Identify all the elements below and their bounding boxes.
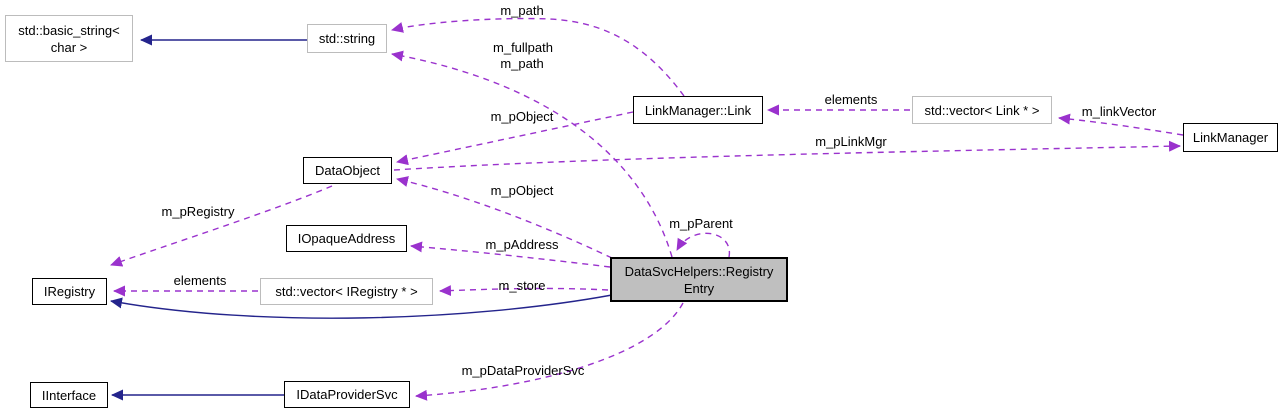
node-dataobject[interactable]: DataObject xyxy=(303,157,392,184)
edge-label-m-fullpath: m_fullpath xyxy=(493,40,553,55)
edge-registryentry-m-pparent-self xyxy=(676,232,730,258)
edge-registryentry-m-fullpath-string xyxy=(391,50,673,258)
node-label: std::vector< Link * > xyxy=(924,102,1040,118)
edge-dataobject-m-pregistry-iregistry xyxy=(110,185,333,267)
node-label: char > xyxy=(50,39,88,55)
node-std-basic-string[interactable]: std::basic_string< char > xyxy=(5,15,133,62)
edge-label-m-plinkmgr: m_pLinkMgr xyxy=(815,134,887,149)
node-iregistry[interactable]: IRegistry xyxy=(32,278,107,305)
node-iopaqueaddress[interactable]: IOpaqueAddress xyxy=(286,225,407,252)
node-label: LinkManager xyxy=(1192,130,1269,145)
edge-label-m-pparent: m_pParent xyxy=(669,216,733,231)
node-label: IRegistry xyxy=(43,284,96,299)
node-label: std::basic_string< xyxy=(18,22,120,38)
node-label: IInterface xyxy=(41,387,97,403)
node-label: LinkManager::Link xyxy=(644,102,752,118)
node-std-string[interactable]: std::string xyxy=(307,24,387,53)
edge-link-m-pobject-dataobject xyxy=(396,111,634,166)
node-linkmanager-link[interactable]: LinkManager::Link xyxy=(633,96,763,124)
edge-link-m-path-string xyxy=(391,17,685,97)
node-linkmanager[interactable]: LinkManager xyxy=(1183,123,1278,152)
edge-label-m-pobject-registry: m_pObject xyxy=(490,183,554,198)
edge-label-m-pobject-link: m_pObject xyxy=(490,109,554,124)
node-datasvchelpers-registryentry[interactable]: DataSvcHelpers::Registry Entry xyxy=(610,257,788,302)
edge-label-elements-link: elements xyxy=(824,92,878,107)
node-std-vector-link[interactable]: std::vector< Link * > xyxy=(912,96,1052,124)
node-label: Entry xyxy=(683,280,715,296)
edge-label-m-pregistry: m_pRegistry xyxy=(161,204,235,219)
node-idataprovidersvc[interactable]: IDataProviderSvc xyxy=(284,381,410,408)
edge-label-m-paddress: m_pAddress xyxy=(485,237,559,252)
edge-registryentry-m-paddress-iopaqueaddress xyxy=(410,241,611,268)
node-label: IOpaqueAddress xyxy=(297,231,396,246)
edge-label-m-linkvector: m_linkVector xyxy=(1081,104,1157,119)
edge-registryentry-inherits-iregistry xyxy=(110,294,613,319)
node-std-vector-iregistry[interactable]: std::vector< IRegistry * > xyxy=(260,278,433,305)
edge-label-elements-iregistry: elements xyxy=(173,273,227,288)
edge-linkmanager-m-linkvector-vectorlink xyxy=(1058,113,1184,136)
edge-label-m-pdataprovidersvc: m_pDataProviderSvc xyxy=(461,363,585,378)
node-label: DataSvcHelpers::Registry xyxy=(624,263,774,279)
node-label: IDataProviderSvc xyxy=(296,387,398,402)
node-label: std::vector< IRegistry * > xyxy=(275,284,418,299)
node-label: std::string xyxy=(318,31,376,46)
edge-registryentry-m-pobject-dataobject xyxy=(396,176,613,259)
edge-label-m-store: m_store xyxy=(498,278,546,293)
node-iinterface[interactable]: IInterface xyxy=(30,382,108,408)
edge-registryentry-m-pdataprovidersvc-idataprovidersvc xyxy=(415,302,684,401)
edge-label-m-path-registry: m_path xyxy=(500,56,544,71)
edge-dataobject-m-plinkmgr-linkmanager xyxy=(393,140,1181,171)
edge-label-m-path-link: m_path xyxy=(500,3,544,18)
node-label: DataObject xyxy=(314,163,381,178)
